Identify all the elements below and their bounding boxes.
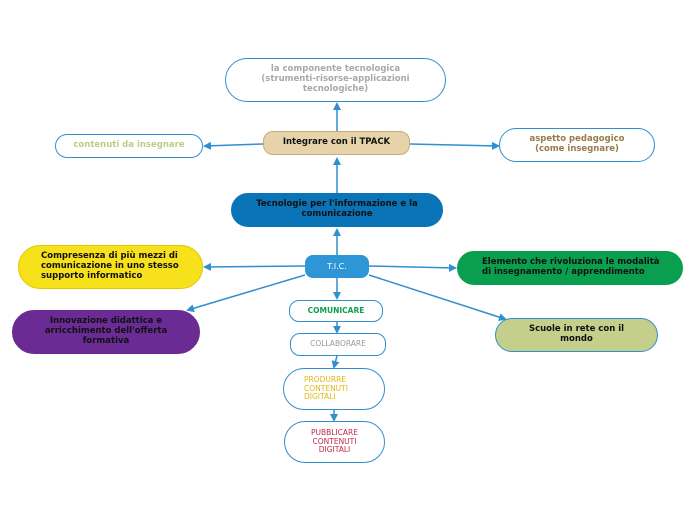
edge-tic-scuole	[368, 274, 507, 321]
node-produrre-contenuti[interactable]: PRODURRE CONTENUTI DIGITALI	[283, 368, 385, 410]
node-collaborare[interactable]: COLLABORARE	[290, 333, 386, 356]
node-pubblicare-contenuti[interactable]: PUBBLICARE CONTENUTI DIGITALI	[284, 421, 385, 463]
edge-collaborare-produrre	[331, 355, 340, 369]
node-integrare-tpack[interactable]: Integrare con il TPACK	[263, 131, 410, 155]
node-pedagogico-label: aspetto pedagogico (come insegnare)	[529, 134, 625, 154]
node-tic-central[interactable]: T.I.C.	[305, 255, 369, 278]
node-contenuti-label: contenuti da insegnare	[73, 140, 185, 151]
node-componente-tecnologica[interactable]: la componente tecnologica (strumenti-ris…	[225, 58, 446, 102]
node-rivoluziona-label: Elemento che rivoluziona le modalità di …	[482, 257, 660, 277]
node-tpack-label: Integrare con il TPACK	[282, 137, 391, 148]
node-compresenza[interactable]: Compresenza di più mezzi di comunicazion…	[18, 245, 203, 289]
node-tecnologie-label: Tecnologie per l'informazione e la comun…	[256, 199, 418, 219]
node-tecnologie-informazione[interactable]: Tecnologie per l'informazione e la comun…	[231, 193, 443, 227]
node-produrre-label: PRODURRE CONTENUTI DIGITALI	[304, 375, 348, 402]
node-collaborare-label: COLLABORARE	[310, 339, 366, 349]
node-componente-tecnologica-label: la componente tecnologica (strumenti-ris…	[261, 64, 410, 94]
node-comunicare-label: COMUNICARE	[307, 305, 365, 315]
edge-tic-rivoluziona	[368, 263, 457, 272]
edge-tpack-pedagogico	[409, 141, 500, 150]
node-scuole-in-rete[interactable]: Scuole in rete con il mondo	[495, 318, 658, 352]
node-comunicare[interactable]: COMUNICARE	[289, 300, 383, 322]
edge-tic-innovazione	[186, 274, 306, 313]
node-tic-label: T.I.C.	[327, 261, 347, 271]
node-contenuti-da-insegnare[interactable]: contenuti da insegnare	[55, 134, 203, 158]
node-pubblicare-label: PUBBLICARE CONTENUTI DIGITALI	[310, 428, 358, 455]
node-aspetto-pedagogico[interactable]: aspetto pedagogico (come insegnare)	[499, 128, 655, 162]
node-rivoluziona[interactable]: Elemento che rivoluziona le modalità di …	[457, 251, 683, 285]
node-innovazione-label: Innovazione didattica e arricchimento de…	[44, 316, 168, 346]
edge-tpack-contenuti	[203, 141, 264, 150]
node-scuole-label: Scuole in rete con il mondo	[528, 324, 625, 344]
node-compresenza-label: Compresenza di più mezzi di comunicazion…	[41, 251, 179, 281]
edge-tic-compresenza	[203, 262, 306, 271]
node-innovazione-didattica[interactable]: Innovazione didattica e arricchimento de…	[12, 310, 200, 354]
